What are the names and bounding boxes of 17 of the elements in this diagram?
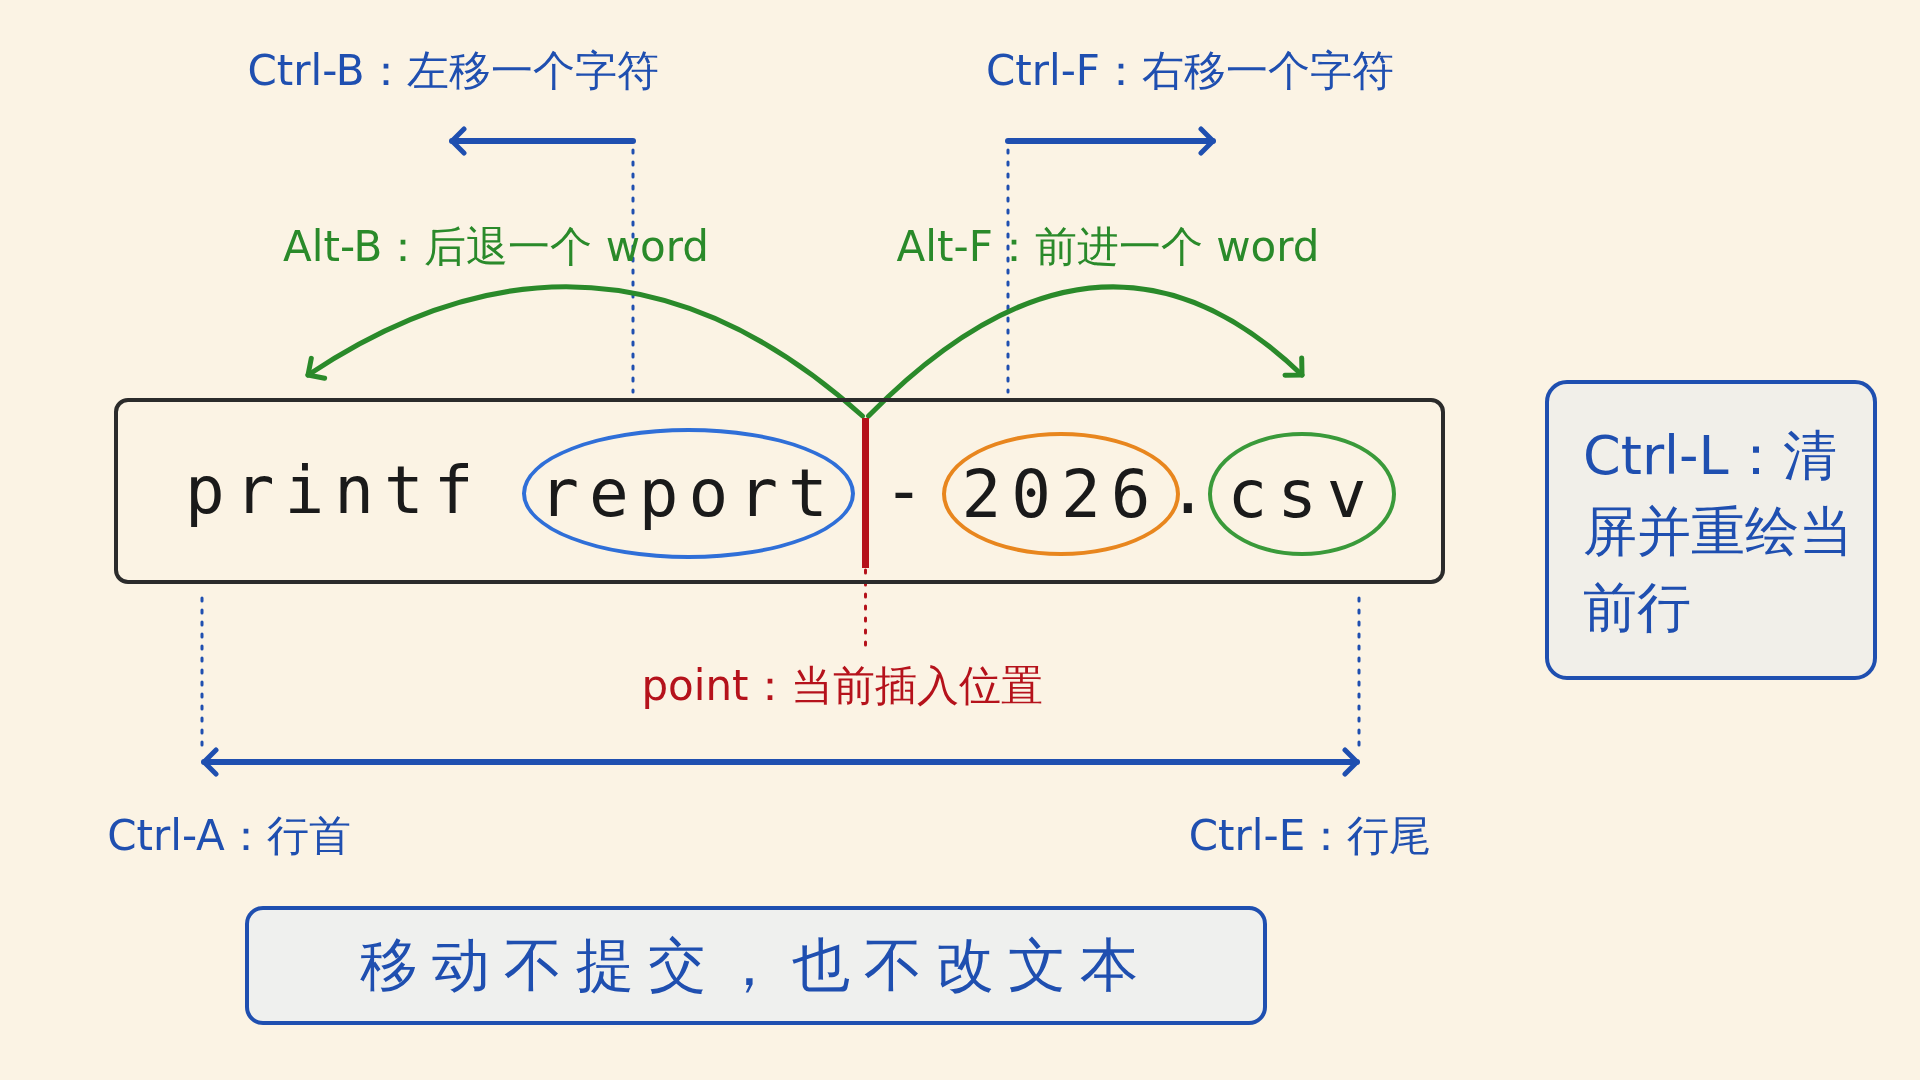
shortcut-label: Ctrl-F：右移一个字符	[986, 45, 1394, 97]
shortcut-label: Ctrl-B：左移一个字符	[247, 45, 659, 97]
command-text: printf	[185, 451, 484, 531]
command-text: -	[884, 451, 934, 531]
curved-arrow	[866, 284, 1305, 419]
curved-arrow	[305, 284, 865, 419]
highlight-oval: 2026	[942, 432, 1180, 556]
shortcut-label: Ctrl-A：行首	[107, 810, 351, 862]
point-label: point：当前插入位置	[641, 658, 1043, 714]
shortcut-label: Alt-F：前进一个 word	[896, 221, 1320, 273]
note-box: Ctrl-L：清屏并重绘当前行	[1545, 380, 1877, 680]
highlight-oval: report	[522, 428, 855, 559]
shortcut-label: Alt-B：后退一个 word	[283, 221, 709, 273]
shortcut-label: Ctrl-E：行尾	[1188, 810, 1432, 862]
highlight-oval: csv	[1208, 432, 1396, 556]
summary-box: 移动不提交，也不改文本	[245, 906, 1267, 1025]
cursor-bar	[862, 418, 869, 568]
